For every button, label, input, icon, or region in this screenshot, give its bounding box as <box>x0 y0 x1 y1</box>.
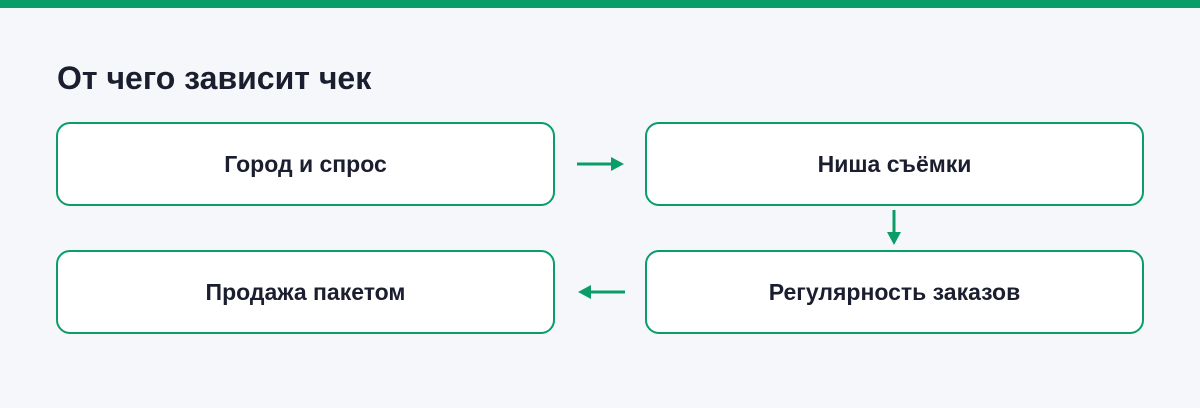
node-label: Ниша съёмки <box>817 150 972 177</box>
node-label: Регулярность заказов <box>768 278 1021 305</box>
arrow-left-icon <box>578 285 625 299</box>
diagram-title: От чего зависит чек <box>57 60 372 96</box>
arrow-right-icon <box>577 157 624 171</box>
node-city-demand: Город и спрос <box>56 122 555 206</box>
node-shooting-niche: Ниша съёмки <box>645 122 1144 206</box>
node-label: Продажа пакетом <box>205 278 406 305</box>
node-order-regularity: Регулярность заказов <box>645 250 1144 334</box>
node-label: Город и спрос <box>224 150 387 177</box>
top-accent-bar <box>0 0 1200 8</box>
node-package-sale: Продажа пакетом <box>56 250 555 334</box>
arrow-down-icon <box>887 210 901 245</box>
